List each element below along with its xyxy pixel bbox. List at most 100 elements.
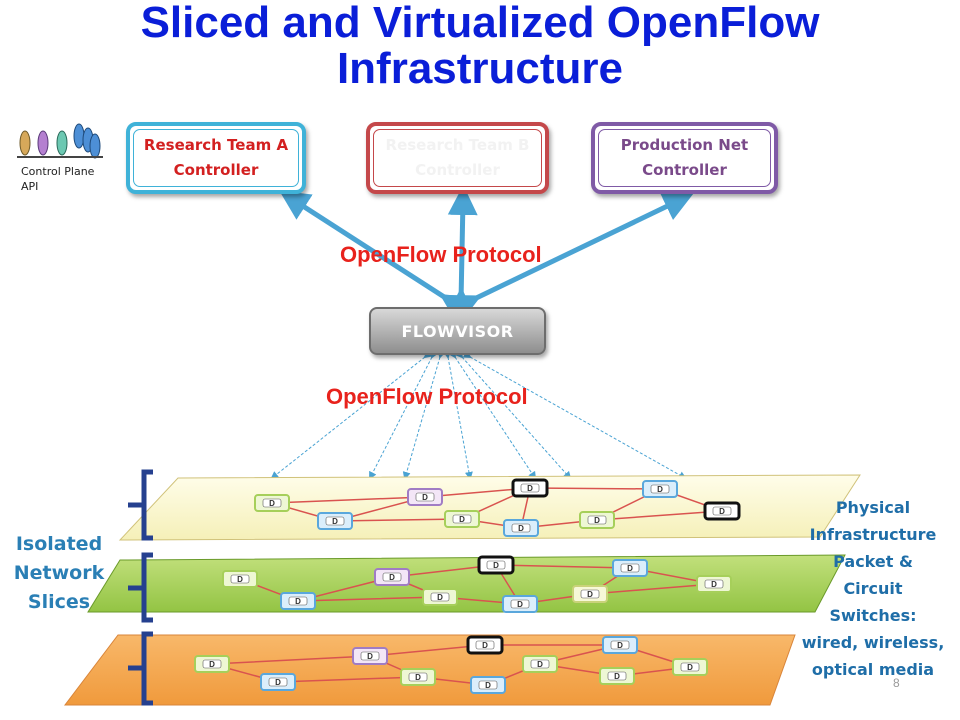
title-line-1: Sliced and Virtualized OpenFlow [140,0,820,47]
switch-inner [620,563,640,573]
switch-inner [680,662,700,672]
flowvisor-label: FLOWVISOR [401,321,514,341]
switch-label: D [422,493,428,502]
switch-label: D [485,681,491,690]
switch-label: D [587,590,593,599]
switch-node: D [280,592,316,610]
api-label-line2: API [21,180,39,193]
switch-inner [478,680,498,690]
switch-label: D [527,484,533,493]
network-slice-top [118,474,861,541]
switch-inner [580,589,600,599]
switch-label: D [614,672,620,681]
switch-label: D [415,673,421,682]
switch-node: D [374,568,410,586]
page-number: 8 [893,676,900,690]
controller-b-line1: Research Team B [385,136,530,154]
switch-inner [360,651,380,661]
slices-label-line3: Slices [27,591,91,613]
research-team-a-controller[interactable]: Research Team A Controller [126,122,306,194]
switch-node: D [470,676,506,694]
switch-label: D [719,507,725,516]
slices-label-line1: Isolated [15,533,103,555]
switch-inner [650,484,670,494]
switch-node: D [511,478,549,498]
switch-label: D [482,641,488,650]
controller-arrows [279,185,694,323]
switch-label: D [518,524,524,533]
switch-inner [430,592,450,602]
controller-c-line2: Controller [642,161,727,179]
switch-node: D [466,635,504,655]
switch-label: D [367,652,373,661]
switch-node: D [317,512,353,530]
switch-node: D [254,494,290,512]
switch-node: D [502,595,538,613]
control-plane-api-label: Control Plane API [21,164,94,194]
switch-label: D [459,515,465,524]
switch-inner [530,659,550,669]
controller-c-line1: Production Net [620,136,749,154]
api-label-line1: Control Plane [21,165,95,178]
switch-inner [511,523,531,533]
controller-b-line2: Controller [415,161,500,179]
switch-inner [262,498,282,508]
switch-label: D [594,516,600,525]
switch-label: D [275,678,281,687]
title-line-2: Infrastructure [336,44,624,93]
phys-label-line4: Circuit [843,579,903,598]
phys-label-line3: Packet & [833,552,913,571]
controller-a-line2: Controller [173,161,259,179]
switch-node: D [422,588,458,606]
switch-label: D [332,517,338,526]
switch-label: D [389,573,395,582]
switch-inner [610,640,630,650]
switch-node: D [602,636,638,654]
switch-label: D [537,660,543,669]
switch-inner [452,514,472,524]
switch-node: D [696,575,732,593]
controller-a-line1: Research Team A [143,136,289,154]
isolated-network-slices-label: Isolated Network Slices [4,530,114,617]
flowvisor-box[interactable]: FLOWVISOR [369,307,546,355]
page-title: Sliced and Virtualized OpenFlow Infrastr… [0,0,960,92]
switch-node: D [703,501,741,521]
switch-inner [325,516,345,526]
switch-node: D [522,655,558,673]
switch-node: D [612,559,648,577]
switch-inner [607,671,627,681]
production-net-controller[interactable]: Production Net Controller [591,122,778,194]
flowvisor-switch-arrows [270,349,687,480]
switch-node: D [194,655,230,673]
switch-inner [520,483,540,493]
phys-label-line1: Physical [835,498,911,517]
control-plane-api-icon [17,123,103,159]
switch-inner [486,560,506,570]
switch-label: D [627,564,633,573]
switch-label: D [517,600,523,609]
switch-label: D [237,575,243,584]
switch-inner [712,506,732,516]
switch-label: D [617,641,623,650]
switch-label: D [295,597,301,606]
switch-inner [415,492,435,502]
switch-node: D [260,673,296,691]
slices-label-line2: Network [13,562,105,584]
switch-label: D [493,561,499,570]
switch-node: D [672,658,708,676]
phys-label-line5: Switches: [829,606,917,625]
switch-node: D [222,570,258,588]
openflow-protocol-upper-label: OpenFlow Protocol [340,242,542,267]
arrow-team-a [279,190,473,323]
switch-inner [288,596,308,606]
switch-label: D [687,663,693,672]
switch-node: D [572,585,608,603]
research-team-b-controller[interactable]: Research Team B Controller [366,122,549,194]
switch-inner [475,640,495,650]
switch-inner [268,677,288,687]
switch-inner [230,574,250,584]
switch-node: D [599,667,635,685]
switch-node: D [642,480,678,498]
phys-label-line7: optical media [811,660,935,679]
phys-label-line2: Infrastructure [809,525,937,544]
